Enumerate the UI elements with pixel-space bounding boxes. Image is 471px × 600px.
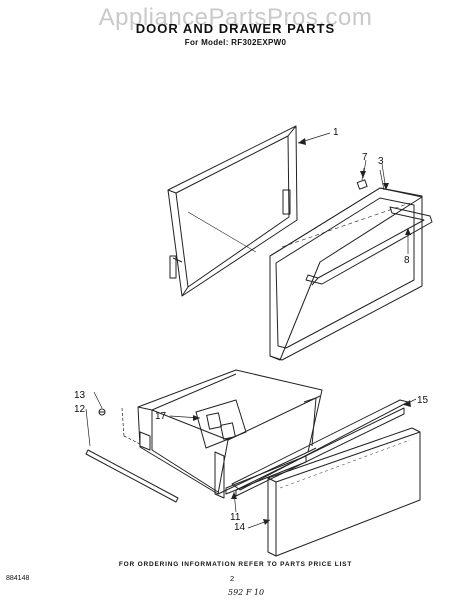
callout-13: 13 bbox=[74, 390, 86, 401]
outer-door-panel bbox=[269, 187, 423, 361]
drawer-bracket bbox=[195, 399, 247, 449]
callout-1: 1 bbox=[333, 127, 339, 138]
callout-7: 7 bbox=[362, 152, 368, 163]
door-handle bbox=[305, 206, 433, 286]
callout-3: 3 bbox=[378, 156, 384, 167]
model-line: For Model: RF302EXPW0 bbox=[184, 38, 287, 47]
leader-lines bbox=[85, 132, 417, 529]
callout-8: 8 bbox=[404, 255, 410, 266]
diagram-title: DOOR AND DRAWER PARTS bbox=[135, 21, 336, 36]
callout-12: 12 bbox=[74, 404, 86, 415]
inner-door-frame bbox=[167, 125, 298, 297]
handwritten-note: 592 F 10 bbox=[228, 588, 265, 597]
footer-note: FOR ORDERING INFORMATION REFER TO PARTS … bbox=[118, 561, 353, 568]
drawer-fastener bbox=[98, 408, 106, 416]
drawer-glide bbox=[85, 449, 179, 503]
watermark: AppliancePartsPros.com bbox=[98, 4, 373, 31]
page-number: 2 bbox=[230, 574, 235, 583]
door-clip bbox=[356, 167, 385, 191]
arrowheads bbox=[193, 138, 411, 525]
callout-11: 11 bbox=[230, 512, 241, 523]
callout-15: 15 bbox=[417, 395, 429, 406]
drawer-body bbox=[137, 369, 323, 499]
callout-14: 14 bbox=[234, 522, 246, 533]
doc-number: 884148 bbox=[6, 575, 30, 582]
drawer-front-panel bbox=[267, 427, 421, 557]
drawer-rail bbox=[231, 399, 409, 497]
callout-17: 17 bbox=[155, 411, 167, 422]
